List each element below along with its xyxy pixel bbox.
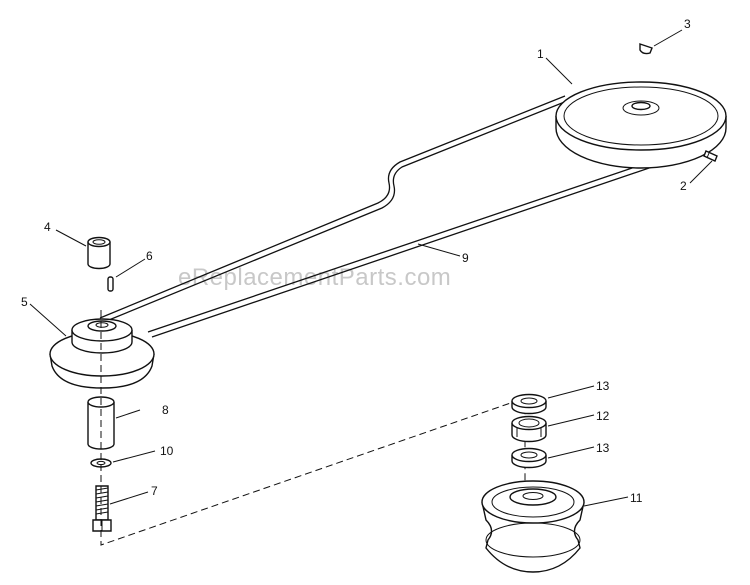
pin: [107, 276, 114, 292]
callout-1: 1: [537, 47, 544, 61]
callout-4: 4: [44, 220, 51, 234]
callout-6: 6: [146, 249, 153, 263]
bearing-lower: [511, 447, 547, 469]
v-belt: [99, 95, 703, 338]
leader-lines: [29, 29, 713, 507]
bushing: [87, 236, 111, 270]
callout-11: 11: [630, 491, 643, 505]
callout-9: 9: [462, 251, 469, 265]
callout-13-upper: 13: [596, 379, 610, 393]
assembly-line: [100, 310, 526, 546]
callout-12: 12: [596, 409, 610, 423]
idler-pulley: [481, 480, 585, 573]
callout-8: 8: [162, 403, 169, 417]
callout-7: 7: [151, 484, 158, 498]
watermark-text: eReplacementParts.com: [178, 264, 451, 291]
callout-2: 2: [680, 179, 687, 193]
large-pulley: [555, 81, 727, 169]
bearing-spacer: [511, 415, 547, 443]
callout-13-lower: 13: [596, 441, 610, 455]
woodruff-key: [639, 43, 653, 55]
callout-5: 5: [21, 295, 28, 309]
bolt: [92, 485, 112, 532]
callout-3: 3: [684, 17, 691, 31]
small-pulley: [49, 318, 155, 389]
set-screw: [703, 150, 718, 162]
bearing-upper: [511, 393, 547, 415]
callout-10: 10: [160, 444, 174, 458]
